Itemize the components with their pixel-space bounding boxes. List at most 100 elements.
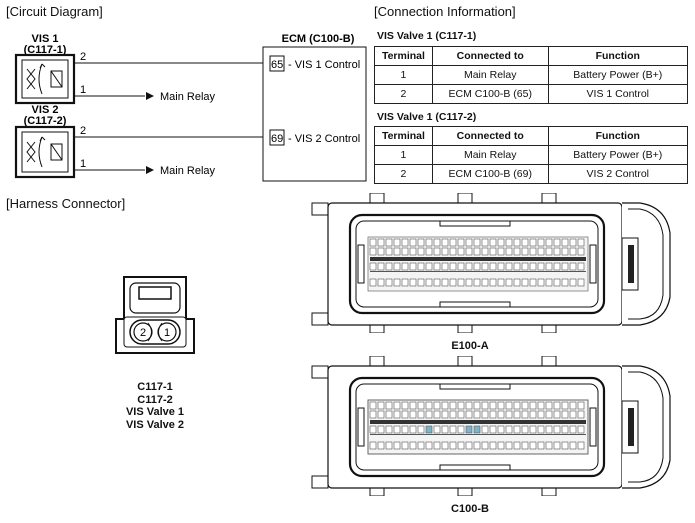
pin-cavity xyxy=(409,247,417,256)
pin-cavity xyxy=(393,410,401,419)
pin-cavity xyxy=(473,401,481,410)
pin-cavity xyxy=(545,401,553,410)
pin-cavity xyxy=(529,410,537,419)
pin-cavity xyxy=(481,425,489,434)
pin-cavity xyxy=(457,262,465,271)
pin-cavity xyxy=(425,410,433,419)
ecm-pin-65-box xyxy=(269,55,285,72)
ecm-title: ECM (C100-B) xyxy=(282,33,355,45)
pin-cavity xyxy=(521,238,529,247)
vis2-main-relay-label: Main Relay xyxy=(160,165,216,177)
table-cell: ECM C100-B (69) xyxy=(431,164,549,184)
vis1-solenoid-icon xyxy=(14,53,76,105)
pin-cavity xyxy=(417,278,425,287)
table2-caption: VIS Valve 1 (C117-2) xyxy=(377,111,477,123)
column-header: Connected to xyxy=(431,46,549,66)
pin-cavity xyxy=(505,247,513,256)
pin-cavity xyxy=(393,441,401,450)
pin-cavity xyxy=(481,238,489,247)
pin-cavity xyxy=(481,401,489,410)
pin-cavity xyxy=(521,425,529,434)
vis2-pin2-label: 2 xyxy=(80,125,86,137)
pin-cavity xyxy=(465,247,473,256)
pin-cavity xyxy=(449,262,457,271)
table-cell: VIS 1 Control xyxy=(547,84,689,104)
e100-a-label: E100-A xyxy=(451,340,489,352)
pin-cavity xyxy=(529,238,537,247)
pin-cavity xyxy=(393,262,401,271)
vis2-title: VIS 2 xyxy=(32,104,59,116)
pin-cavity xyxy=(417,401,425,410)
pin-cavity xyxy=(561,441,569,450)
vis2-pin1-label: 1 xyxy=(80,158,86,170)
vis1-title: VIS 1 xyxy=(32,33,59,45)
pin-cavity xyxy=(417,262,425,271)
table1-caption: VIS Valve 1 (C117-1) xyxy=(377,30,477,42)
c117-labels: C117-1 C117-2 VIS Valve 1 VIS Valve 2 xyxy=(95,381,215,431)
table-cell: VIS 2 Control xyxy=(547,164,689,184)
pin-cavity xyxy=(417,238,425,247)
pin-cavity xyxy=(553,238,561,247)
pin-cavity xyxy=(385,238,393,247)
vis2-code: (C117-2) xyxy=(24,115,67,127)
pin-cavity xyxy=(537,441,545,450)
pin-cavity xyxy=(465,238,473,247)
pin-cavity xyxy=(465,278,473,287)
pin-cavity xyxy=(489,247,497,256)
table-cell: 2 xyxy=(374,84,433,104)
ecm-pin-69-label: - VIS 2 Control xyxy=(288,133,360,145)
pin-cavity xyxy=(561,238,569,247)
pin-cavity xyxy=(561,425,569,434)
pin-cavity xyxy=(481,247,489,256)
pin-cavity xyxy=(385,441,393,450)
pin-cavity xyxy=(497,441,505,450)
pin-cavity xyxy=(569,278,577,287)
pin-cavity xyxy=(457,410,465,419)
pin-cavity xyxy=(369,401,377,410)
pin-cavity xyxy=(449,441,457,450)
pin-cavity xyxy=(369,247,377,256)
pin-cavity xyxy=(489,441,497,450)
pin-cavity xyxy=(401,238,409,247)
ecm-pin-69-num: 69 xyxy=(271,133,283,145)
pin-cavity xyxy=(521,278,529,287)
pin-cavity xyxy=(545,278,553,287)
ecm-pin-65-label: - VIS 1 Control xyxy=(288,59,360,71)
table-cell: 2 xyxy=(374,164,433,184)
pin-cavity xyxy=(433,247,441,256)
pin-cavity xyxy=(401,247,409,256)
pin-cavity xyxy=(569,401,577,410)
pin-cavity xyxy=(521,410,529,419)
pin-cavity xyxy=(489,401,497,410)
table-header-row: Terminal Connected to Function xyxy=(374,46,689,66)
pin-cavity xyxy=(417,425,425,434)
pin-cavity xyxy=(377,410,385,419)
e100-a-connector-icon xyxy=(311,193,671,333)
pin-cavity xyxy=(441,425,449,434)
pin-cavity xyxy=(417,441,425,450)
pin-cavity xyxy=(401,278,409,287)
pin-cavity xyxy=(393,247,401,256)
pin-cavity xyxy=(369,278,377,287)
pin-cavity xyxy=(449,425,457,434)
pin-cavity xyxy=(433,401,441,410)
pin-cavity xyxy=(497,410,505,419)
pin-cavity xyxy=(385,278,393,287)
pin-cavity xyxy=(457,278,465,287)
pin-cavity xyxy=(497,425,505,434)
pin-cavity xyxy=(385,247,393,256)
pin-cavity xyxy=(553,425,561,434)
pin-cavity xyxy=(497,262,505,271)
pin-cavity xyxy=(425,425,433,434)
pin-cavity xyxy=(369,410,377,419)
pin-cavity xyxy=(505,410,513,419)
pin-cavity xyxy=(521,247,529,256)
pin-cavity xyxy=(529,262,537,271)
column-header: Terminal xyxy=(374,126,433,146)
pin-cavity xyxy=(577,401,585,410)
pin-cavity xyxy=(465,441,473,450)
pin-cavity xyxy=(441,247,449,256)
vis1-pin1-label: 1 xyxy=(80,84,86,96)
pin-cavity xyxy=(377,278,385,287)
ecm-pin-69-box xyxy=(269,129,285,146)
